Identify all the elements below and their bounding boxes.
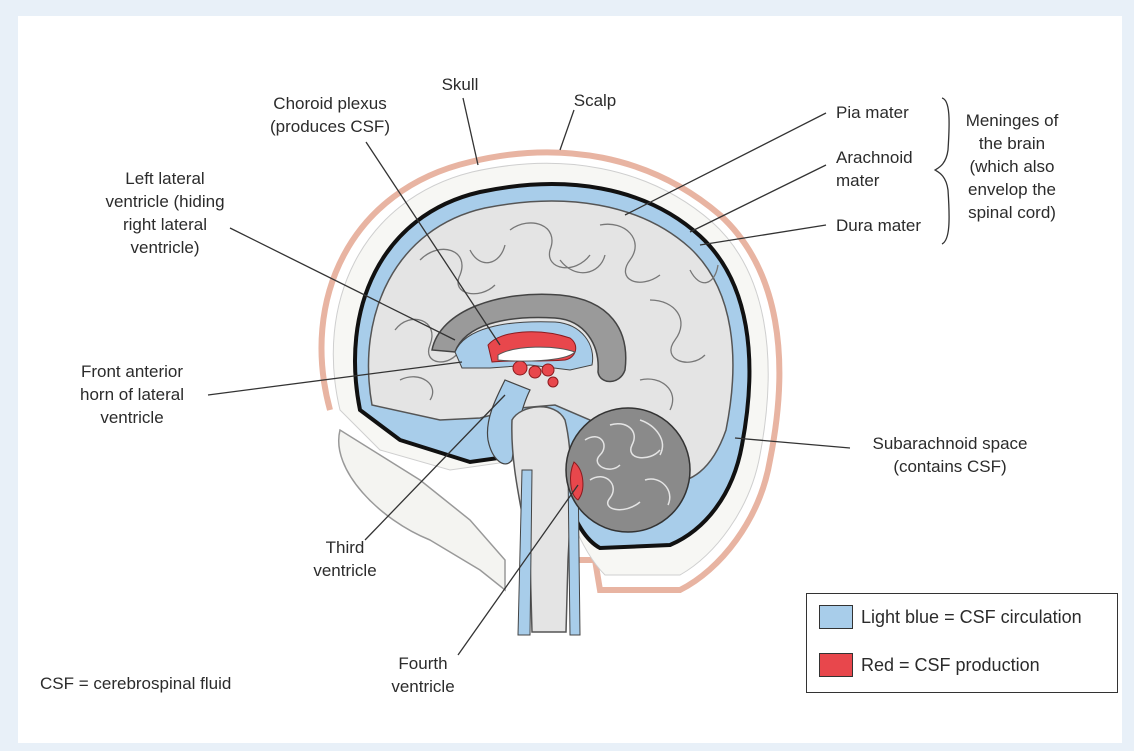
label-scalp: Scalp	[555, 89, 635, 112]
label-fourth-ventricle: Fourth ventricle	[368, 652, 478, 698]
legend-label-circulation: Light blue = CSF circulation	[861, 607, 1082, 628]
label-front-anterior-horn: Front anterior horn of lateral ventricle	[52, 360, 212, 429]
legend-label-production: Red = CSF production	[861, 655, 1040, 676]
label-meninges: Meninges of the brain (which also envelo…	[952, 109, 1072, 224]
legend-swatch-red	[819, 653, 853, 677]
legend-item-production: Red = CSF production	[819, 652, 1040, 678]
legend: Light blue = CSF circulation Red = CSF p…	[806, 593, 1118, 693]
label-pia-mater: Pia mater	[836, 101, 946, 124]
label-dura-mater: Dura mater	[836, 214, 946, 237]
label-third-ventricle: Third ventricle	[290, 536, 400, 582]
label-arachnoid-mater: Arachnoid mater	[836, 146, 946, 192]
label-choroid-plexus: Choroid plexus (produces CSF)	[240, 92, 420, 138]
label-left-lateral-ventricle: Left lateral ventricle (hiding right lat…	[80, 167, 250, 259]
legend-swatch-blue	[819, 605, 853, 629]
footnote-csf: CSF = cerebrospinal fluid	[40, 672, 300, 695]
label-skull: Skull	[420, 73, 500, 96]
legend-item-circulation: Light blue = CSF circulation	[819, 604, 1082, 630]
cerebellum	[566, 408, 690, 532]
label-subarachnoid-space: Subarachnoid space (contains CSF)	[855, 432, 1045, 478]
